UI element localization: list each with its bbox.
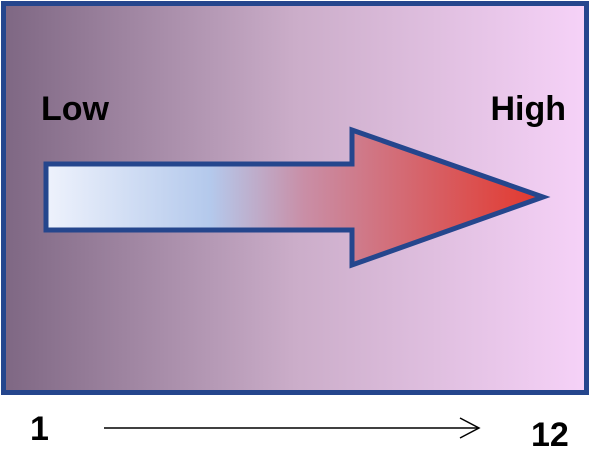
scale-end-label: 12 [531,416,569,454]
high-label: High [490,90,566,128]
low-to-high-arrow [43,126,551,269]
low-label: Low [41,90,110,128]
gradient-diagram: Low High [1,1,589,395]
scale-start-label: 1 [30,410,49,448]
diagram-svg: Low High [1,1,589,395]
scale-arrow-icon [104,417,481,439]
